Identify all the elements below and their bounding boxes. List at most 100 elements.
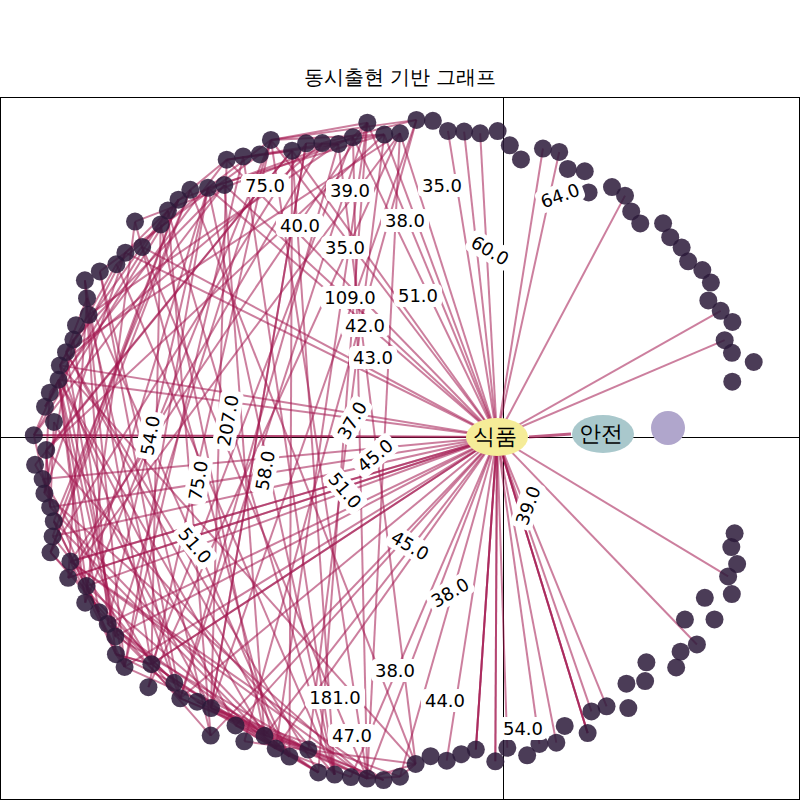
term-node: [251, 145, 269, 163]
term-node: [262, 131, 280, 149]
term-node: [59, 569, 77, 587]
term-node: [283, 142, 301, 160]
edge-weight: 35.0: [418, 174, 466, 197]
cooccurrence-line: [497, 437, 591, 711]
cooccurrence-line: [161, 224, 265, 735]
term-node: [486, 752, 504, 770]
term-node: [489, 122, 507, 140]
edge-weight: 35.0: [321, 236, 369, 259]
term-node: [375, 771, 393, 789]
cooccurrence-line: [125, 253, 497, 437]
cooccurrence-line: [400, 437, 497, 777]
term-node: [422, 747, 440, 765]
term-node: [424, 112, 442, 130]
term-node: [512, 150, 530, 168]
cooccurrence-line: [60, 143, 322, 365]
term-node: [152, 215, 170, 233]
term-node: [619, 699, 637, 717]
cooccurrence-line: [68, 437, 497, 578]
term-node: [547, 734, 565, 752]
term-node: [617, 675, 635, 693]
term-node: [235, 732, 253, 750]
term-node: [42, 543, 60, 561]
cooccurrence-line: [497, 437, 697, 644]
term-node: 식품: [465, 417, 529, 457]
term-node: [342, 768, 360, 786]
term-node: [309, 764, 327, 782]
term-node: [716, 331, 734, 349]
edge-weight: 42.0: [341, 314, 389, 337]
term-node: [44, 527, 62, 545]
term-node: [126, 213, 144, 231]
edge-weight: 38.0: [381, 209, 429, 232]
term-node: [313, 134, 331, 152]
term-node: [202, 727, 220, 745]
term-node: [622, 202, 640, 220]
term-node: [706, 610, 724, 628]
cooccurrence-line: [151, 664, 318, 772]
cooccurrence-line: [51, 190, 191, 553]
cooccurrence-line: [34, 200, 179, 436]
term-node: [550, 143, 568, 161]
edge-weight: 51.0: [394, 284, 442, 307]
term-node: [218, 151, 236, 169]
edge-weight: 64.0: [533, 176, 586, 214]
term-node: [654, 214, 672, 232]
cooccurrence-line: [497, 437, 588, 733]
cooccurrence-line: [135, 144, 338, 222]
term-node: [696, 589, 714, 607]
cooccurrence-line: [495, 437, 497, 761]
term-node: [45, 413, 63, 431]
term-node: [234, 147, 252, 165]
term-node: [107, 255, 125, 273]
cooccurrence-line: [34, 435, 497, 437]
term-node: [467, 741, 485, 759]
cooccurrence-line: [148, 140, 270, 687]
term-node: [579, 724, 597, 742]
term-node: [603, 178, 621, 196]
edge-weight: 47.0: [328, 724, 376, 747]
cooccurrence-line: [480, 133, 497, 437]
term-node: [25, 426, 43, 444]
term-node: [407, 111, 425, 129]
term-node: [227, 716, 245, 734]
cooccurrence-line: [367, 123, 497, 437]
term-node: [375, 126, 393, 144]
cooccurrence-line: [151, 137, 353, 664]
term-node: [651, 411, 685, 445]
term-node: [726, 524, 744, 542]
term-node: [78, 577, 96, 595]
cooccurrence-line: [100, 271, 180, 698]
term-node: [672, 643, 690, 661]
edge-weight: 38.0: [371, 659, 419, 682]
term-node: [556, 717, 574, 735]
term-node: [559, 160, 577, 178]
term-node: [78, 289, 96, 307]
cooccurrence-line: [476, 437, 497, 750]
cooccurrence-line: [476, 437, 497, 750]
cooccurrence-line: [66, 352, 318, 772]
term-node: [723, 585, 741, 603]
cooccurrence-line: [384, 135, 497, 437]
cooccurrence-line: [59, 380, 87, 586]
term-node: [280, 748, 298, 766]
term-node: [299, 741, 317, 759]
edge-weight: 109.0: [320, 286, 380, 309]
term-node: [471, 124, 489, 142]
term-node: [534, 140, 552, 158]
term-node: [165, 674, 183, 692]
cooccurrence-line: [497, 437, 588, 733]
cooccurrence-line: [497, 437, 588, 733]
term-node: [439, 122, 457, 140]
cooccurrence-line: [367, 437, 497, 779]
term-node: 안전: [571, 414, 635, 454]
cooccurrence-line: [59, 380, 497, 437]
term-node: [745, 353, 763, 371]
term-node: [199, 179, 217, 197]
term-node: [36, 398, 54, 416]
cooccurrence-line: [497, 196, 625, 437]
axes-frame: [1, 98, 800, 800]
term-node: [329, 135, 347, 153]
term-node: [676, 611, 694, 629]
cooccurrence-line: [180, 437, 497, 698]
